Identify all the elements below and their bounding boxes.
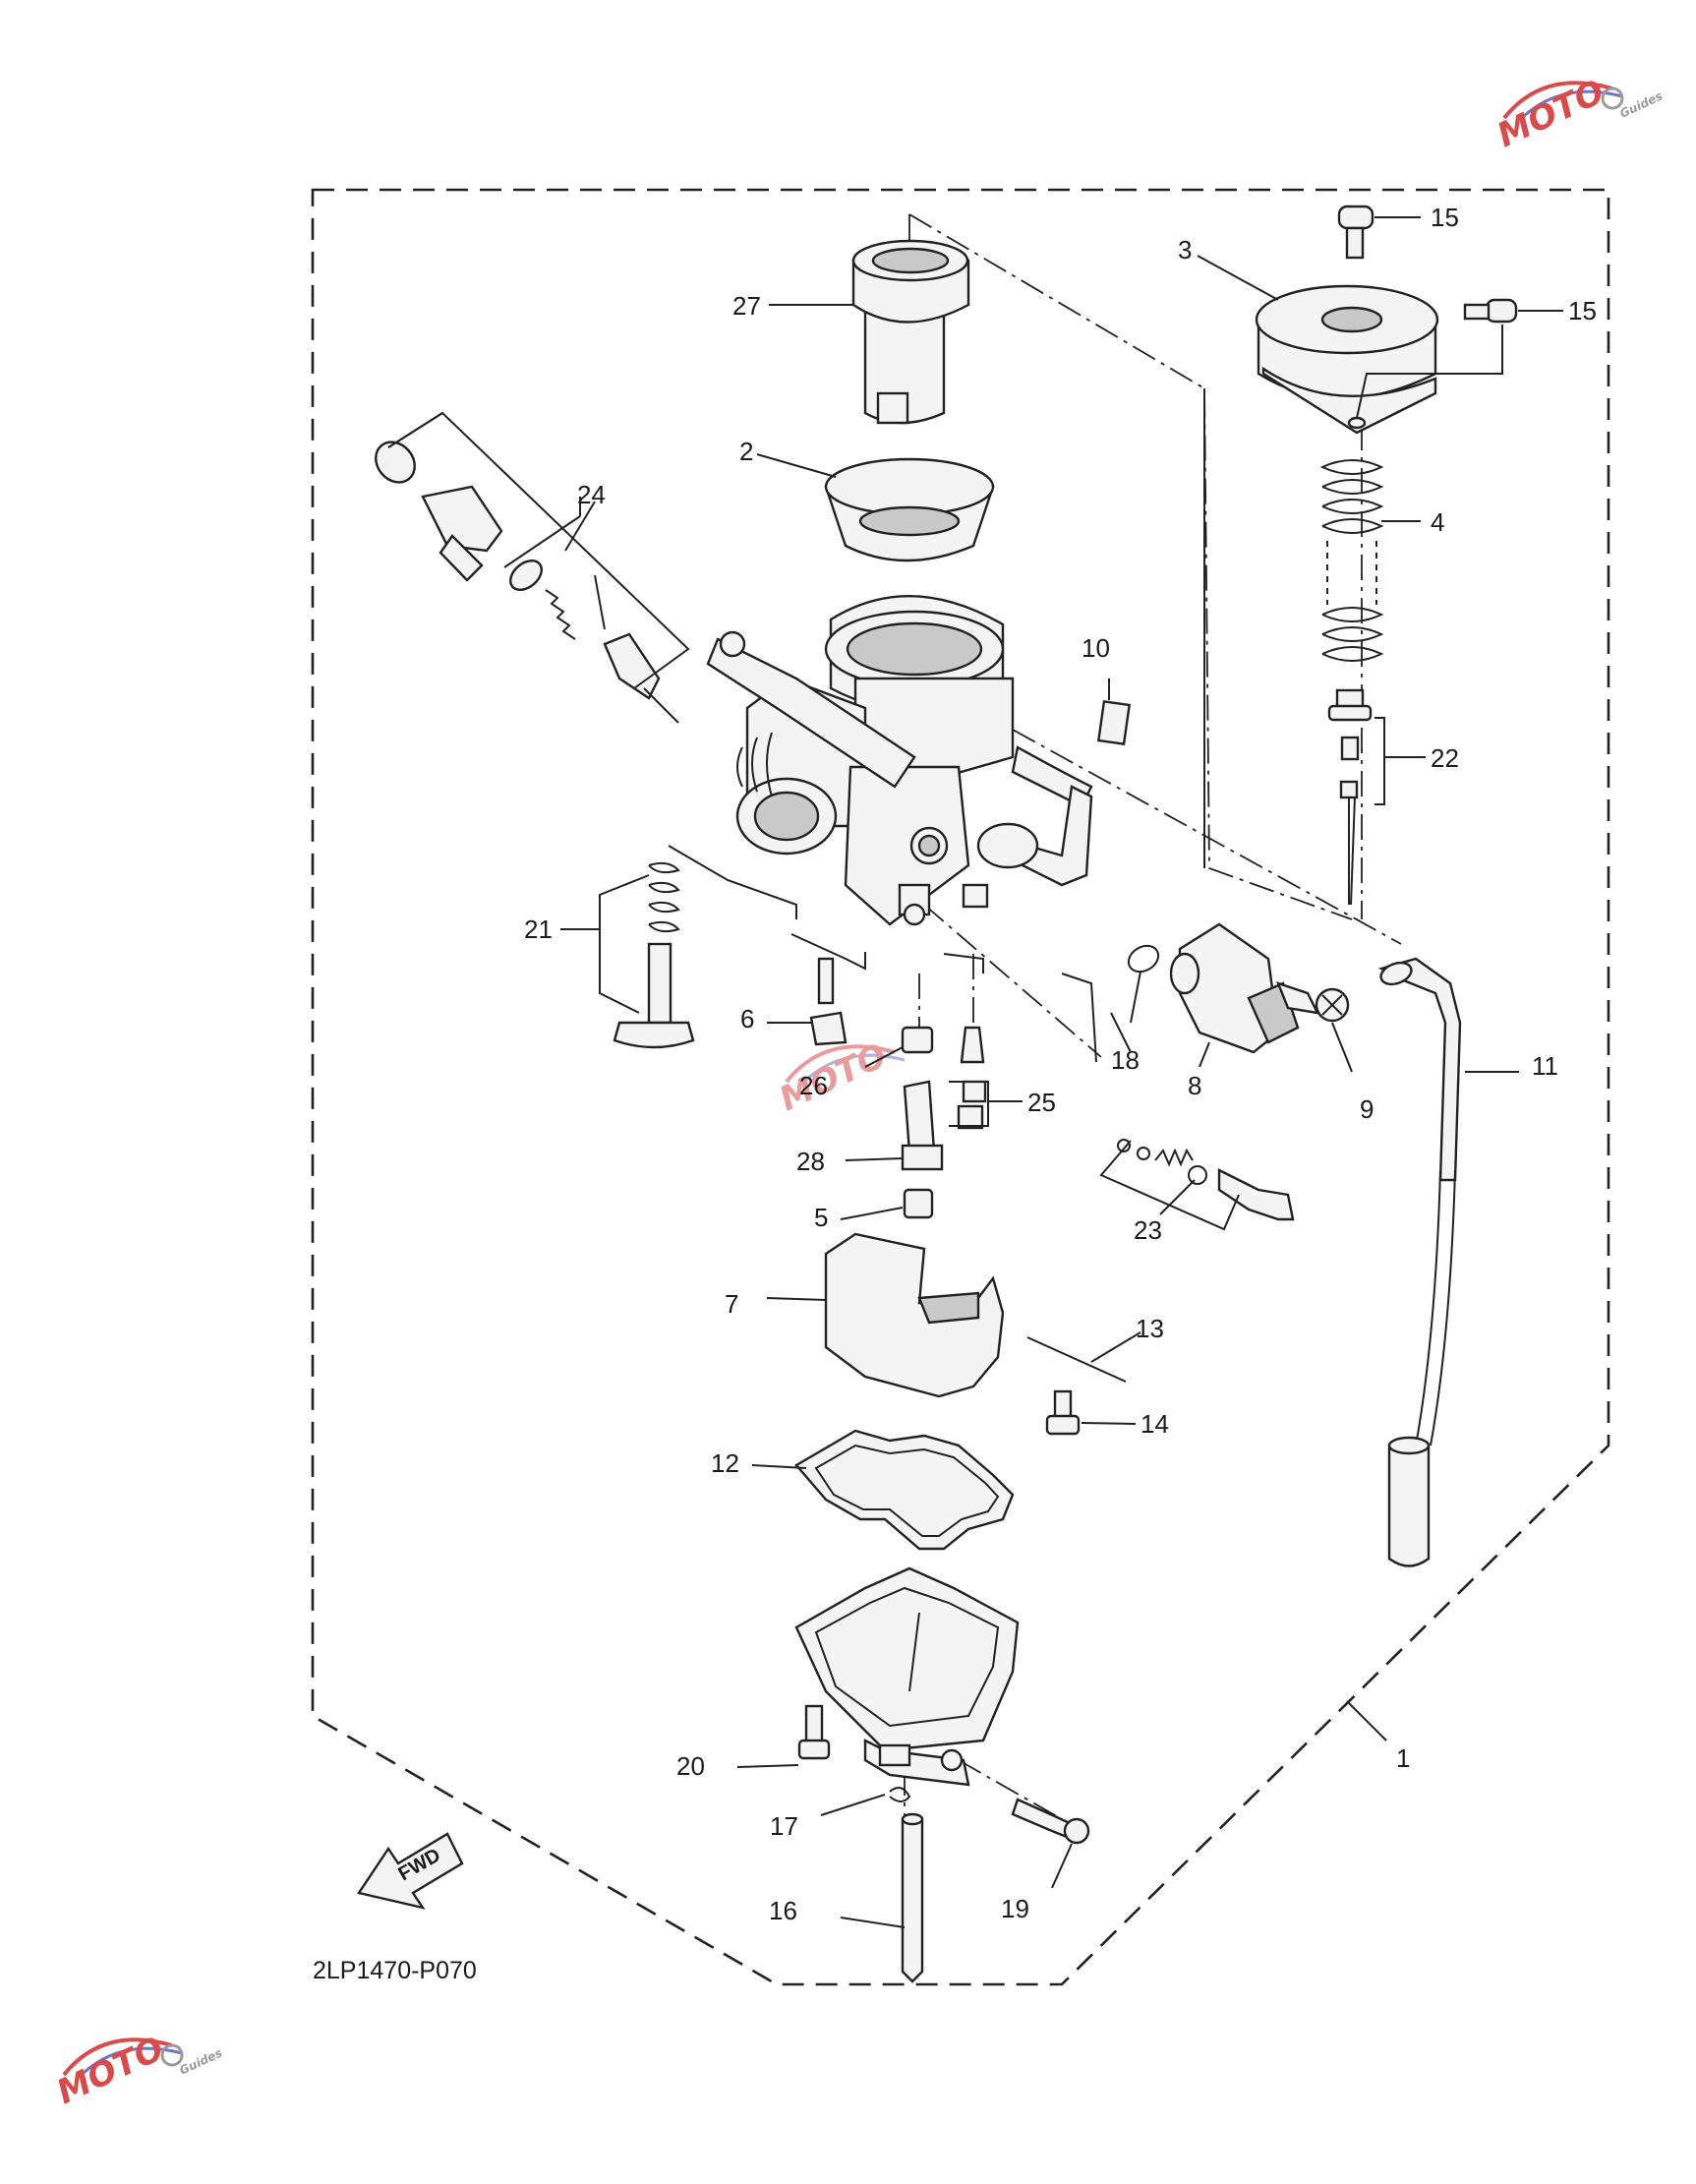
callout-24: 24 <box>577 480 606 509</box>
part-2-diaphragm <box>824 457 995 562</box>
callout-14: 14 <box>1140 1409 1169 1439</box>
watermark-sub-top: Guides <box>1617 89 1665 120</box>
part-3-top-cover <box>1255 284 1439 435</box>
part-22-jet-needle <box>1327 688 1426 906</box>
callout-26: 26 <box>799 1071 828 1100</box>
callout-28: 28 <box>796 1147 825 1176</box>
part-25-float-valve <box>949 1026 1023 1130</box>
callout-22: 22 <box>1431 743 1459 773</box>
part-26-pilot-jet <box>864 1026 934 1068</box>
part-27-carb-top <box>851 239 970 425</box>
callout-15-b: 15 <box>1568 296 1597 325</box>
part-17-clip <box>820 1787 911 1816</box>
callout-4: 4 <box>1431 507 1444 537</box>
part-6-screw <box>767 957 848 1046</box>
callout-27: 27 <box>732 291 761 321</box>
part-15-screw-a <box>1337 205 1421 260</box>
part-18-o-ring <box>1127 944 1160 1024</box>
callout-21: 21 <box>524 915 553 944</box>
center-lines <box>668 213 1402 1927</box>
part-16-drain-hose <box>840 1812 924 1983</box>
part-14-screw <box>1045 1389 1137 1436</box>
watermark-sub-bottom: Guides <box>177 2045 224 2077</box>
callout-1: 1 <box>1396 1743 1410 1773</box>
callout-13: 13 <box>1136 1314 1164 1343</box>
watermark-logo-top: MOTO Guides <box>1491 72 1665 155</box>
part-3-leader <box>1197 255 1279 301</box>
part-24-leader <box>564 501 596 552</box>
callout-10: 10 <box>1082 633 1110 663</box>
callout-19: 19 <box>1001 1894 1029 1923</box>
part-21-throttle-stop-screw <box>560 861 695 1049</box>
callout-15-a: 15 <box>1431 203 1459 232</box>
callout-18: 18 <box>1111 1045 1140 1075</box>
assembly-outline <box>311 188 1610 1986</box>
part-10-plug <box>1096 679 1132 745</box>
callout-12: 12 <box>711 1448 739 1478</box>
callout-20: 20 <box>676 1751 705 1781</box>
part-2-leader <box>756 453 837 478</box>
part-4-spring <box>1319 459 1421 662</box>
part-1-leader <box>1346 1700 1387 1741</box>
callout-2: 2 <box>739 437 753 466</box>
part-19-drain-screw <box>1011 1798 1090 1889</box>
fwd-arrow-icon: FWD <box>357 1832 464 1910</box>
part-12-gasket <box>751 1429 1015 1551</box>
callout-17: 17 <box>770 1811 798 1841</box>
carburetor-body <box>706 595 1093 926</box>
part-9-screw <box>1275 981 1353 1073</box>
part-13-float-pin <box>1026 1331 1141 1383</box>
watermark-logo-center: MOTO <box>774 1035 906 1119</box>
part-15-screw-b <box>1356 298 1563 419</box>
callout-9: 9 <box>1360 1094 1374 1124</box>
part-20-bowl-screw <box>736 1704 831 1768</box>
callout-11: 11 <box>1532 1051 1558 1081</box>
part-5-main-jet <box>840 1188 934 1220</box>
diagram-code: 2LP1470-P070 <box>313 1957 477 1984</box>
part-28-needle-jet <box>845 1080 944 1171</box>
part-8-choke-unit <box>1169 922 1300 1068</box>
float-bowl <box>794 1566 1020 1787</box>
callout-7: 7 <box>725 1289 738 1319</box>
callout-8: 8 <box>1188 1071 1201 1100</box>
callout-5: 5 <box>814 1203 828 1232</box>
part-7-float <box>766 1232 1005 1398</box>
part-23-screw-set <box>1099 1139 1295 1231</box>
part-24-pilot-set <box>375 411 690 724</box>
callout-25: 25 <box>1027 1088 1056 1117</box>
callout-6: 6 <box>740 1004 754 1033</box>
callout-23: 23 <box>1134 1215 1162 1245</box>
callout-16: 16 <box>769 1896 797 1925</box>
callout-3: 3 <box>1178 235 1192 265</box>
watermark-logo-bottom: MOTO Guides <box>51 2029 224 2112</box>
part-18-leader <box>1110 1012 1132 1053</box>
part-11-overflow-hose <box>1377 957 1519 1567</box>
